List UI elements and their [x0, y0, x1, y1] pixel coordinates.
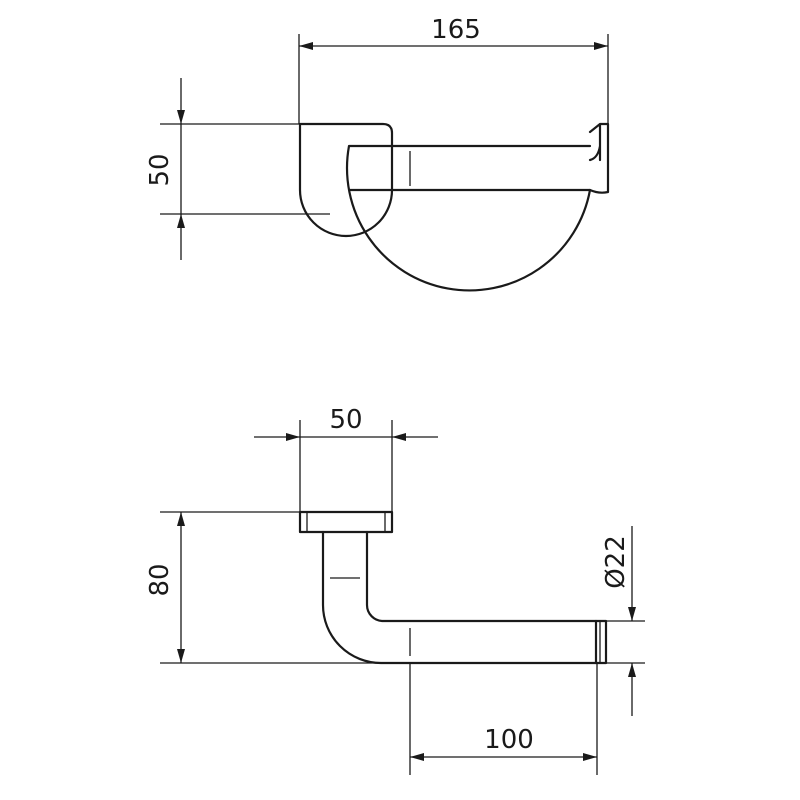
- top-width-label: 165: [431, 15, 481, 45]
- top-height-label: 50: [145, 153, 175, 186]
- side-view-bent-tube: [321, 530, 598, 665]
- top-view-arm: [345, 144, 592, 292]
- side-height-label: 80: [145, 563, 175, 596]
- side-view-wall-plate: [298, 510, 394, 534]
- top-view-wall-plate: [298, 122, 394, 238]
- side-diameter-label: Ø22: [601, 535, 631, 589]
- top-view: 165 50: [145, 15, 610, 292]
- top-view-end-cap: [588, 122, 610, 194]
- side-base-width-label: 50: [329, 405, 362, 435]
- side-view-end-cap: [594, 619, 608, 665]
- side-arm-length-label: 100: [484, 725, 534, 755]
- side-view: 50 80 Ø22 100: [145, 405, 645, 775]
